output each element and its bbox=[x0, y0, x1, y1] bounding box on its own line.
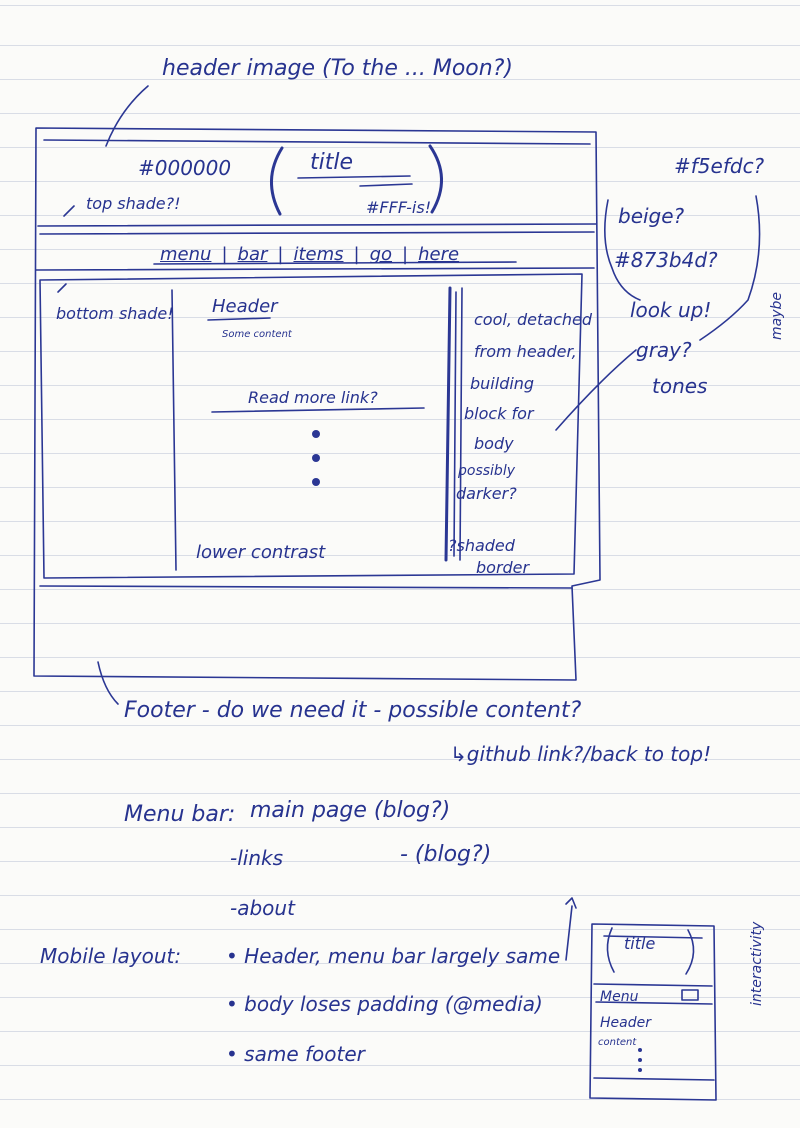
body-header: Header bbox=[212, 296, 278, 317]
menu-bar-notes-links: -links bbox=[230, 846, 284, 870]
side-tones: tones bbox=[652, 374, 708, 398]
sidebar-note-6: possibly bbox=[458, 463, 515, 479]
footer-question: Footer - do we need it - possible conten… bbox=[124, 698, 582, 723]
side-beige: beige? bbox=[618, 204, 685, 228]
side-gray: gray? bbox=[636, 338, 692, 362]
menu-bar: menu | bar | items | go | here bbox=[160, 244, 460, 265]
menu-bar-notes-label: Menu bar: bbox=[124, 802, 236, 827]
sidebar-note-3: building bbox=[470, 374, 535, 393]
mobile-item-2: • body loses padding (@media) bbox=[226, 992, 543, 1016]
header-image-note: header image (To the ... Moon?) bbox=[162, 56, 513, 81]
lower-contrast-note: lower contrast bbox=[196, 542, 326, 563]
header-title-color: #FFF-is! bbox=[366, 198, 432, 217]
sidebar-note-7: darker? bbox=[456, 484, 517, 503]
side-look-up: look up! bbox=[630, 298, 712, 322]
menu-item-5[interactable]: here bbox=[418, 244, 460, 265]
side-color-2: #873b4d? bbox=[614, 248, 718, 272]
menu-bar-notes-main: main page (blog?) bbox=[250, 798, 451, 823]
mobile-item-3: • same footer bbox=[226, 1042, 365, 1066]
menu-item-2[interactable]: bar bbox=[237, 244, 268, 265]
header-title: title bbox=[310, 150, 354, 175]
header-left-color: #000000 bbox=[138, 156, 232, 180]
mobile-layout-label: Mobile layout: bbox=[40, 944, 182, 968]
mobile-sketch-header: Header bbox=[600, 1015, 651, 1031]
body-content: Some content bbox=[222, 329, 292, 340]
sidebar-note-1: cool, detached bbox=[474, 310, 593, 329]
menu-item-4[interactable]: go bbox=[369, 244, 393, 265]
mobile-item-1: • Header, menu bar largely same bbox=[226, 944, 561, 968]
shaded-border-2: border bbox=[476, 558, 530, 577]
mobile-sketch-content: content bbox=[598, 1037, 637, 1048]
side-maybe: maybe bbox=[769, 291, 785, 340]
menu-item-3[interactable]: items bbox=[293, 244, 344, 265]
top-shade-label: top shade?! bbox=[86, 194, 181, 213]
shaded-border-1: ?shaded bbox=[448, 536, 515, 555]
mobile-sketch-menu[interactable]: Menu bbox=[600, 989, 639, 1005]
sidebar-note-2: from header, bbox=[474, 342, 577, 361]
footer-options: ↳github link?/back to top! bbox=[450, 742, 712, 766]
mobile-sketch-title: title bbox=[624, 934, 656, 953]
read-more-link[interactable]: Read more link? bbox=[248, 388, 378, 407]
sidebar-note-4: block for bbox=[464, 404, 534, 423]
sidebar-note-5: body bbox=[474, 434, 514, 453]
menu-bar-notes-about: -about bbox=[230, 896, 295, 920]
menu-item-1[interactable]: menu bbox=[160, 244, 212, 265]
bottom-shade-label: bottom shade! bbox=[56, 304, 174, 323]
side-color-1: #f5efdc? bbox=[674, 154, 765, 178]
mobile-interactivity: interactivity bbox=[749, 921, 765, 1006]
menu-bar-notes-blog: - (blog?) bbox=[400, 842, 492, 867]
